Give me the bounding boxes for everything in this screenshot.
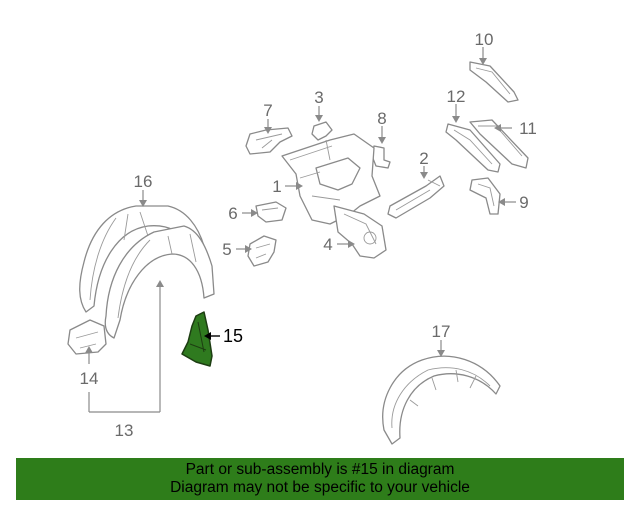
callout-1: 1: [272, 177, 281, 196]
part-12: [445, 104, 501, 173]
part-13-outer-wheelhouse: [104, 225, 215, 339]
parts-diagram: 10 12 11 9 2 8 3 7 1 6 4 5 16 15 14 13 1…: [67, 30, 537, 445]
callout-8: 8: [377, 109, 386, 128]
callout-13: 13: [115, 421, 134, 440]
info-banner: Part or sub-assembly is #15 in diagram D…: [16, 458, 624, 500]
part-15-highlighted: [181, 311, 220, 367]
part-5: [236, 235, 277, 267]
part-3: [311, 106, 333, 141]
part-17: [382, 340, 501, 445]
callout-2: 2: [419, 149, 428, 168]
callout-12: 12: [447, 87, 466, 106]
part-1: [281, 133, 381, 225]
part-7: [245, 119, 293, 155]
callout-7: 7: [263, 101, 272, 120]
callout-3: 3: [314, 88, 323, 107]
assembly-13-bracket: [88, 280, 164, 413]
callout-9: 9: [519, 193, 528, 212]
callout-4: 4: [323, 235, 332, 254]
part-11: [469, 119, 529, 169]
part-14: [67, 319, 107, 364]
callout-5: 5: [222, 240, 231, 259]
part-4: [333, 205, 387, 259]
banner-line-disclaimer: Diagram may not be specific to your vehi…: [170, 479, 470, 496]
part-6: [242, 201, 287, 223]
part-9: [469, 177, 516, 215]
callout-6: 6: [228, 204, 237, 223]
part-8: [371, 126, 391, 169]
callout-10: 10: [475, 30, 494, 49]
callout-11: 11: [519, 119, 537, 138]
callout-15: 15: [223, 326, 243, 346]
part-2: [387, 166, 445, 219]
callout-14: 14: [80, 369, 99, 388]
callout-16: 16: [134, 172, 153, 191]
part-10: [469, 47, 519, 103]
callout-17: 17: [432, 322, 451, 341]
banner-line-part: Part or sub-assembly is #15 in diagram: [185, 461, 455, 478]
